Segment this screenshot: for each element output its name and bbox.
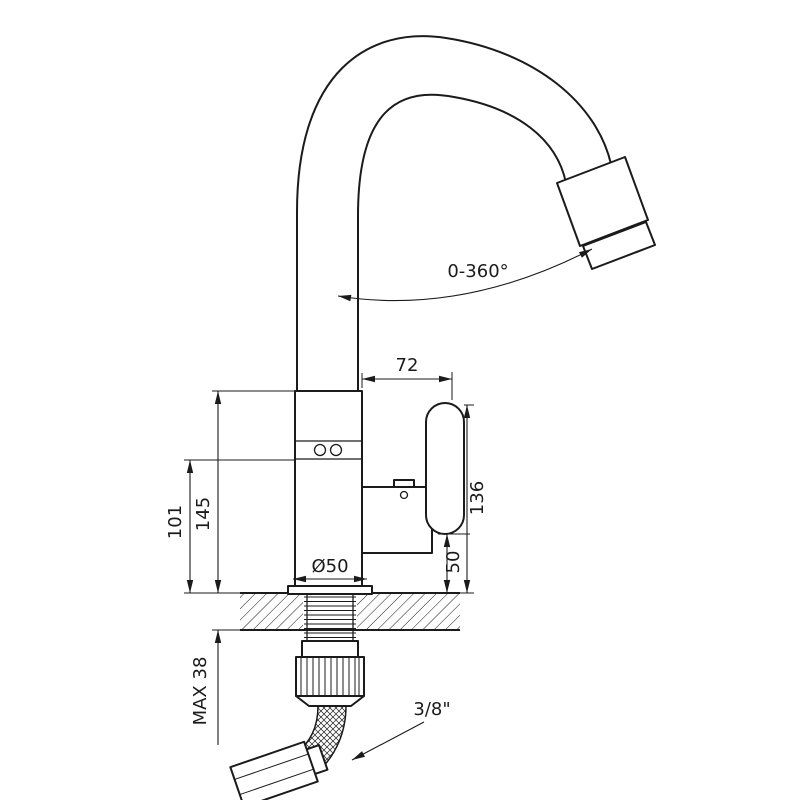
- dimensions: 0-360° 72 145 101 136: [165, 248, 593, 761]
- dim-label-72: 72: [396, 355, 419, 376]
- dimension-hose-size: 3/8": [351, 699, 451, 761]
- dim-label-145: 145: [193, 497, 214, 531]
- dim-label-50: 50: [443, 551, 464, 574]
- dimension-max-38: MAX 38: [190, 629, 240, 745]
- mounting-nut: [295, 640, 365, 707]
- spray-head: [556, 156, 656, 270]
- hose-nut: [229, 740, 329, 800]
- aerator-tip: [582, 221, 656, 270]
- spout-tube: [296, 35, 612, 391]
- housing-screw: [399, 490, 409, 500]
- dim-label-rotation: 0-360°: [447, 261, 508, 282]
- locknut-taper: [295, 695, 365, 707]
- locknut-body: [295, 656, 365, 697]
- dimension-72: 72: [361, 355, 453, 400]
- dim-label-101: 101: [165, 505, 186, 539]
- dim-label-136: 136: [467, 481, 488, 515]
- faucet-body: [294, 390, 363, 594]
- threaded-shank: [304, 594, 356, 641]
- dimension-145: 145: [184, 390, 295, 594]
- body-screw-right: [329, 443, 343, 457]
- dimension-136: 136: [460, 404, 488, 594]
- faucet-outline: [229, 35, 656, 800]
- friction-washer: [301, 640, 359, 658]
- dimension-rotation: 0-360°: [337, 248, 593, 302]
- dimension-50: 50: [438, 533, 470, 593]
- dim-label-max-38: MAX 38: [190, 657, 211, 726]
- hose-nut-facets: [234, 753, 314, 796]
- dim-label-hose-size: 3/8": [413, 699, 450, 720]
- dimension-base-diameter: Ø50: [293, 556, 367, 583]
- handle-housing: [361, 479, 433, 554]
- handle-lever: [425, 402, 465, 535]
- countertop-hatch-right: [357, 593, 460, 630]
- hose-nut-body: [229, 740, 319, 800]
- dim-label-base-diameter: Ø50: [311, 556, 348, 577]
- body-screw-left: [313, 443, 327, 457]
- dimension-101: 101: [165, 459, 295, 593]
- locknut-knurl: [300, 658, 360, 695]
- housing-tab: [393, 479, 415, 488]
- shank-threads: [304, 596, 356, 638]
- countertop-hatch-left: [240, 593, 303, 630]
- base-flange: [287, 585, 373, 595]
